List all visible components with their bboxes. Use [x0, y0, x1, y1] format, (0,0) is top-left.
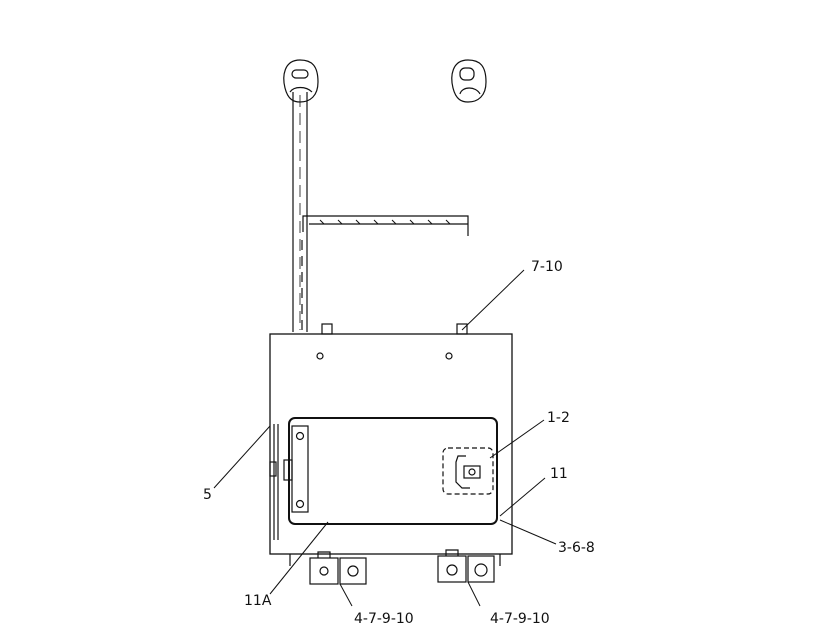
mounting-screw-right: [445, 352, 453, 360]
callout-5: 5: [203, 487, 212, 503]
callout-7-10: 7-10: [531, 259, 563, 275]
mounting-screw-left: [316, 352, 324, 360]
cover-plate: [288, 417, 498, 525]
main-enclosure: [269, 333, 513, 555]
bottom-connector-left: [309, 551, 367, 585]
latch-lock: [442, 447, 494, 495]
hanger-ring-left: [283, 59, 319, 103]
support-pipe: [292, 92, 308, 332]
hinge-assembly: [269, 424, 309, 540]
callout-11: 11: [550, 466, 568, 482]
leader-lines: [213, 269, 557, 607]
callout-11A: 11A: [244, 593, 272, 609]
bottom-connector-right: [437, 549, 495, 583]
callout-1-2: 1-2: [547, 410, 570, 426]
hanger-ring-right: [451, 59, 487, 103]
callout-3-6-8: 3-6-8: [558, 540, 595, 556]
callout-4-7-9-10-left: 4-7-9-10: [354, 611, 414, 627]
top-tab-left: [321, 323, 333, 335]
top-tab-right: [456, 323, 468, 335]
bracket-arm: [301, 215, 469, 330]
callout-4-7-9-10-right: 4-7-9-10: [490, 611, 550, 627]
